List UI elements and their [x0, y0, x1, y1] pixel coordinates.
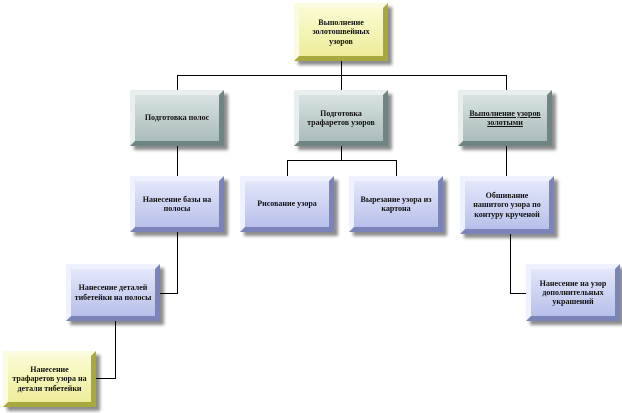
node-prep-cloth: Подготовка полос: [130, 90, 224, 146]
node-fill-pattern: Обшивание нашитого узора по контуру круч…: [460, 176, 554, 234]
connector-level2-horizontal: [287, 160, 396, 161]
connector-to-prep-stencils: [341, 75, 342, 90]
connector-to-prep-cloth: [177, 75, 178, 90]
node-draw-pattern-label: Рисование узора: [257, 199, 317, 209]
node-extra-decor: Нанесение на узор дополнительных украшен…: [526, 264, 620, 321]
node-extra-decor-label: Нанесение на узор дополнительных украшен…: [539, 278, 607, 307]
connector-details-to-transfer: [96, 378, 116, 379]
connector-base-to-details: [160, 293, 178, 294]
node-gold-embroidery-label: Выполнение узоров золотыми: [469, 108, 541, 127]
node-cut-cardboard: Вырезание узора из картона: [349, 176, 443, 232]
node-detail-parts: Нанесение деталей тибетейки на полосы: [66, 264, 160, 321]
connector-prep-cloth-down: [177, 146, 178, 176]
node-root: Выполнение золотошвейных узоров: [294, 3, 388, 61]
node-detail-parts-label: Нанесение деталей тибетейки на полосы: [74, 283, 152, 302]
node-prep-cloth-label: Подготовка полос: [144, 113, 210, 123]
node-base-on-cloth-label: Нанесение базы на полосы: [142, 194, 212, 213]
node-prep-stencils-label: Подготовка трафаретов узоров: [307, 108, 375, 127]
connector-base-down: [177, 232, 178, 293]
node-root-label: Выполнение золотошвейных узоров: [312, 18, 370, 46]
node-stencil-transfer: Нанесение трафаретов узора на детали тиб…: [3, 351, 96, 407]
connector-fill-to-decor: [510, 293, 526, 294]
node-gold-embroidery: Выполнение узоров золотыми: [458, 90, 552, 146]
connector-prep-stencils-down: [341, 146, 342, 160]
node-draw-pattern: Рисование узора: [240, 176, 334, 232]
node-prep-stencils: Подготовка трафаретов узоров: [294, 90, 388, 146]
connector-gold-embroidery-down: [506, 146, 507, 176]
node-base-on-cloth: Нанесение базы на полосы: [130, 176, 224, 232]
connector-details-down: [115, 321, 116, 378]
connector-root-down: [341, 61, 342, 75]
connector-to-draw-pattern: [287, 160, 288, 176]
node-fill-pattern-label: Обшивание нашитого узора по контуру круч…: [473, 191, 541, 219]
node-cut-cardboard-label: Вырезание узора из картона: [360, 194, 432, 213]
node-stencil-transfer-label: Нанесение трафаретов узора на детали тиб…: [12, 365, 87, 393]
connector-to-gold-embroidery: [506, 75, 507, 90]
connector-fill-down: [510, 234, 511, 293]
connector-to-cut-cardboard: [396, 160, 397, 176]
